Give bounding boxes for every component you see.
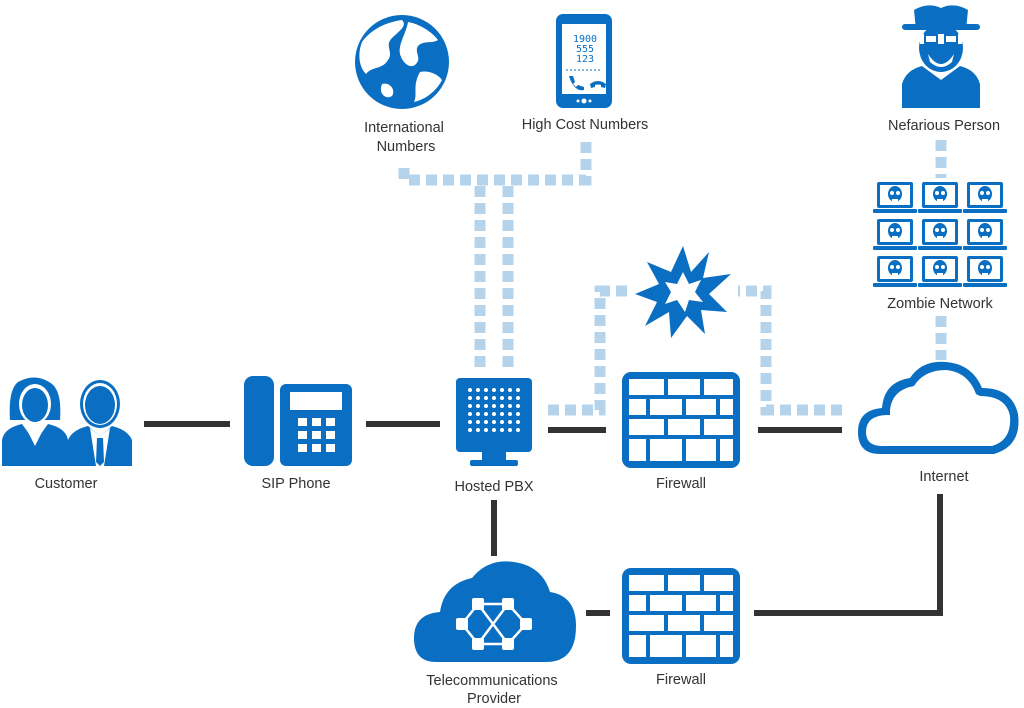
pbx-dot bbox=[492, 388, 496, 392]
zombie-computer-icon bbox=[918, 256, 962, 287]
cloud-icon bbox=[858, 361, 1019, 454]
pbx-dot bbox=[508, 420, 512, 424]
pbx-dot bbox=[500, 420, 504, 424]
fraud-path-lines bbox=[398, 140, 947, 416]
pbx-dot bbox=[516, 412, 520, 416]
pbx-dot bbox=[484, 412, 488, 416]
hosted-pbx-label: Hosted PBX bbox=[455, 479, 534, 495]
pbx-dot bbox=[500, 404, 504, 408]
nefarious-person-label: Nefarious Person bbox=[888, 118, 1000, 134]
pbx-dot bbox=[476, 420, 480, 424]
phone-screen-line-3: 123 bbox=[576, 54, 594, 65]
pbx-dot bbox=[500, 428, 504, 432]
pbx-dot bbox=[508, 428, 512, 432]
globe-icon bbox=[355, 15, 449, 109]
zombie-network-label: Zombie Network bbox=[887, 296, 993, 312]
pbx-dot bbox=[492, 412, 496, 416]
zombie-computer-icon bbox=[963, 219, 1007, 250]
solid-connections bbox=[144, 421, 943, 616]
pbx-dot bbox=[468, 420, 472, 424]
zombie-computer-icon bbox=[873, 182, 917, 213]
pbx-dot bbox=[476, 396, 480, 400]
pbx-dot bbox=[508, 396, 512, 400]
pbx-dot bbox=[492, 420, 496, 424]
pbx-dot bbox=[516, 396, 520, 400]
zombie-computer-icon bbox=[963, 182, 1007, 213]
explosion-icon bbox=[635, 246, 731, 338]
pbx-dot bbox=[492, 428, 496, 432]
network-cloud-icon bbox=[414, 561, 576, 662]
firewall-top-label: Firewall bbox=[656, 476, 706, 492]
zombie-computer-icon bbox=[873, 219, 917, 250]
pbx-dot bbox=[484, 388, 488, 392]
pbx-dot bbox=[476, 428, 480, 432]
internet-label: Internet bbox=[919, 469, 968, 485]
phone-screen-line-2: 555 bbox=[576, 44, 594, 55]
high-cost-numbers-label: High Cost Numbers bbox=[522, 117, 649, 133]
internet-attack-dashed-line bbox=[738, 285, 842, 416]
pbx-dot bbox=[492, 396, 496, 400]
pbx-dot bbox=[516, 428, 520, 432]
zombie-network-grid bbox=[873, 182, 1007, 287]
pbx-dot bbox=[516, 388, 520, 392]
zombie-computer-icon bbox=[918, 219, 962, 250]
brick-wall-icon bbox=[622, 372, 740, 468]
pbx-dot bbox=[476, 404, 480, 408]
sip-phone-label: SIP Phone bbox=[261, 476, 330, 492]
pbx-dot bbox=[476, 412, 480, 416]
pbx-dot bbox=[516, 420, 520, 424]
smartphone-icon: 1900 555 123 bbox=[556, 14, 612, 108]
international-dashed-line bbox=[398, 140, 592, 186]
pbx-dot bbox=[500, 396, 504, 400]
pbx-attack-dashed-line bbox=[548, 285, 628, 416]
firewall-to-internet-bottom-line bbox=[754, 494, 943, 616]
firewall-bottom-label: Firewall bbox=[656, 672, 706, 688]
zombie-computer-icon bbox=[873, 256, 917, 287]
zombie-computer-icon bbox=[918, 182, 962, 213]
pbx-server-icon bbox=[456, 378, 532, 466]
desk-phone-icon bbox=[244, 376, 352, 466]
pbx-dot bbox=[484, 420, 488, 424]
pbx-dot bbox=[468, 388, 472, 392]
hacker-icon bbox=[902, 5, 980, 108]
pbx-dot bbox=[484, 404, 488, 408]
pbx-dot bbox=[492, 404, 496, 408]
pbx-dot bbox=[508, 412, 512, 416]
customer-label: Customer bbox=[35, 476, 98, 492]
brick-wall-icon bbox=[622, 568, 740, 664]
pbx-dot bbox=[468, 428, 472, 432]
people-icon bbox=[2, 377, 132, 466]
international-numbers-label: International Numbers bbox=[364, 120, 448, 155]
pbx-dot bbox=[468, 396, 472, 400]
zombie-computer-icon bbox=[963, 256, 1007, 287]
pbx-dot bbox=[508, 388, 512, 392]
phone-screen-line-1: 1900 bbox=[573, 34, 597, 45]
pbx-dot bbox=[468, 404, 472, 408]
telecom-provider-label: Telecommunications Provider bbox=[426, 673, 561, 707]
pbx-dot bbox=[500, 388, 504, 392]
pbx-dot bbox=[476, 388, 480, 392]
pbx-dot bbox=[484, 428, 488, 432]
pbx-dot bbox=[516, 404, 520, 408]
pbx-dot bbox=[500, 412, 504, 416]
pbx-dot bbox=[508, 404, 512, 408]
pbx-dot bbox=[468, 412, 472, 416]
pbx-dot bbox=[484, 396, 488, 400]
